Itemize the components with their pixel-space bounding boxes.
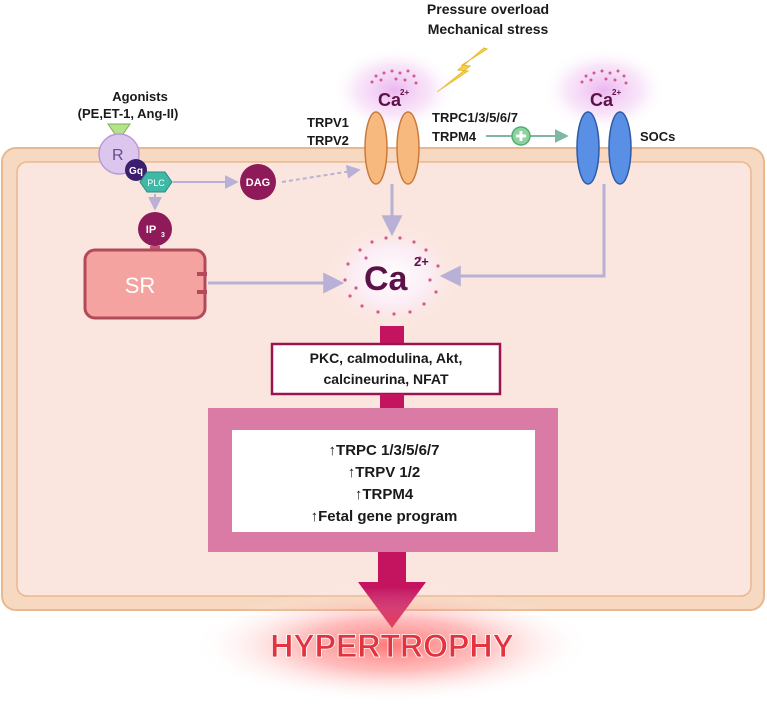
effectors-box	[270, 342, 502, 396]
calcium-glow-trpv	[332, 48, 456, 132]
upregulated-item: ↑Fetal gene program	[311, 508, 458, 525]
calcium-inside: Ca	[364, 260, 409, 298]
label-trpm4: TRPM4	[432, 129, 477, 144]
plc-enzyme	[139, 171, 173, 193]
dag-to-trpv-arrow	[281, 164, 361, 183]
outcome-arrow-shaft	[378, 552, 406, 584]
gq-label: Gq	[129, 166, 143, 177]
effectors-line2: calcineurina, NFAT	[324, 371, 449, 387]
upregulated-item: ↑TRPC 1/3/5/6/7	[329, 442, 440, 459]
hypertrophy-glow	[192, 587, 592, 703]
upregulated-item: ↑TRPV 1/2	[348, 464, 421, 481]
trpv-channel	[364, 111, 420, 185]
agonist-triangle-icon	[107, 123, 131, 141]
calcium-outside-trpv: Ca	[378, 90, 402, 110]
soc-influx-arrow	[439, 184, 606, 287]
calcium-outside-soc: Ca	[590, 90, 614, 110]
dag-label: DAG	[246, 177, 270, 189]
label-trpv1: TRPV1	[307, 115, 349, 130]
dag-node	[240, 164, 276, 200]
calcium-charge-trpv: 2+	[400, 88, 409, 97]
label-socs: SOCs	[640, 129, 675, 144]
agonists-title: Agonists	[112, 89, 168, 104]
calcium-dots-inside	[343, 236, 440, 316]
ip3-subscript: 3	[161, 232, 165, 239]
ip3-label: IP	[146, 224, 156, 236]
upregulated-item: ↑TRPM4	[355, 486, 414, 503]
ip3-node	[138, 212, 172, 246]
calcium-glow-soc	[542, 48, 666, 132]
soc-channel	[576, 111, 632, 185]
upregulation-box	[232, 430, 535, 532]
calcium-dots-soc	[580, 69, 628, 85]
label-trpv2: TRPV2	[307, 133, 349, 148]
gq-protein	[125, 159, 147, 181]
effectors-line1: PKC, calmodulina, Akt,	[310, 350, 463, 366]
plc-label: PLC	[147, 178, 165, 188]
calcium-dots-trpv	[370, 69, 418, 85]
label-trpc: TRPC1/3/5/6/7	[432, 110, 518, 125]
hypertrophy-label: HYPERTROPHY	[270, 628, 514, 664]
pathway-stem-mid	[380, 394, 404, 410]
calcium-charge-inside: 2+	[414, 254, 429, 269]
calcium-charge-soc: 2+	[612, 88, 621, 97]
sarcoplasmic-reticulum	[83, 248, 207, 320]
sr-label: SR	[125, 273, 156, 298]
receptor-label: R	[112, 147, 124, 164]
stimulus-pressure: Pressure overload	[427, 1, 549, 17]
stimulus-mechanical: Mechanical stress	[428, 21, 549, 37]
agonists-list: (PE,ET-1, Ang-II)	[78, 106, 179, 121]
pathway-stem-top	[380, 326, 404, 346]
